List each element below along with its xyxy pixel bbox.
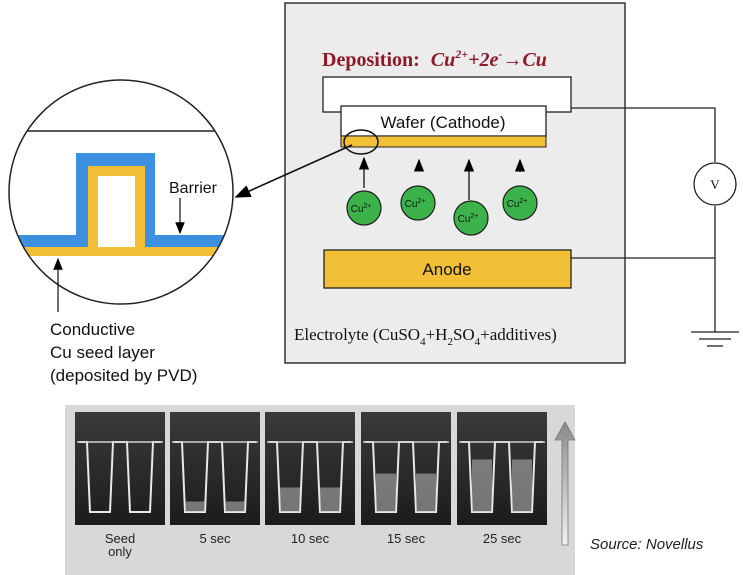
sem-panel-2: 5 sec bbox=[170, 412, 260, 546]
electrolyte-label: Electrolyte (CuSO4+H2SO4+additives) bbox=[294, 325, 557, 348]
svg-text:Cu2+: Cu2+ bbox=[351, 203, 372, 215]
seed-layer-inner bbox=[88, 166, 145, 247]
deposition-label: Deposition: bbox=[322, 49, 420, 71]
sem-panel-3: 10 sec bbox=[265, 412, 355, 546]
growth-direction-arrow bbox=[554, 421, 576, 546]
electrons: +2e bbox=[468, 49, 498, 71]
sem-label-5: 25 sec bbox=[483, 531, 522, 546]
svg-text:Cu2+: Cu2+ bbox=[405, 198, 426, 210]
voltmeter-label: V bbox=[710, 177, 720, 192]
svg-text:Cu2+: Cu2+ bbox=[507, 198, 528, 210]
zoom-inset bbox=[8, 79, 234, 305]
electrolyte-chamber bbox=[284, 2, 626, 364]
wire-cathode bbox=[571, 107, 716, 162]
voltmeter bbox=[693, 162, 737, 206]
reactant: Cu bbox=[431, 49, 455, 71]
zoom-border bbox=[8, 79, 234, 305]
wafer-label: Wafer (Cathode) bbox=[380, 113, 505, 132]
wafer-cathode bbox=[340, 105, 547, 137]
sem-panel-4: 15 sec bbox=[361, 412, 451, 546]
svg-text:Cu2+: Cu2+ bbox=[458, 213, 479, 225]
sem-panel-5: 25 sec bbox=[457, 412, 547, 546]
anode-label: Anode bbox=[422, 260, 471, 279]
external-circuit bbox=[571, 107, 739, 347]
source-label: Source: Novellus bbox=[590, 536, 704, 553]
cu-ion-4: Cu2+ bbox=[502, 185, 538, 221]
sem-label-2: 5 sec bbox=[199, 531, 231, 546]
reaction-arrow: → bbox=[502, 49, 522, 71]
zoom-highlight-circle bbox=[343, 129, 379, 155]
cu-ion-2: Cu2+ bbox=[400, 185, 436, 221]
deposition-equation: Deposition: Cu2++2e-→Cu bbox=[322, 47, 547, 71]
trench-interior bbox=[98, 176, 135, 247]
reactant-charge: 2+ bbox=[454, 47, 468, 61]
cu-ion-1: Cu2+ bbox=[346, 190, 382, 226]
zoom-connector-arrow bbox=[234, 144, 353, 198]
seed-label: Conductive Cu seed layer (deposited by P… bbox=[50, 320, 197, 385]
copper-film bbox=[340, 135, 547, 148]
sem-label-3: 10 sec bbox=[291, 531, 330, 546]
sem-label-4: 15 sec bbox=[387, 531, 426, 546]
electron-charge: - bbox=[498, 47, 502, 61]
anode bbox=[323, 249, 572, 289]
barrier-label: Barrier bbox=[169, 180, 218, 197]
product: Cu bbox=[522, 49, 546, 71]
ion-arrows bbox=[358, 156, 526, 200]
cu-ion-3: Cu2+ bbox=[453, 200, 489, 236]
